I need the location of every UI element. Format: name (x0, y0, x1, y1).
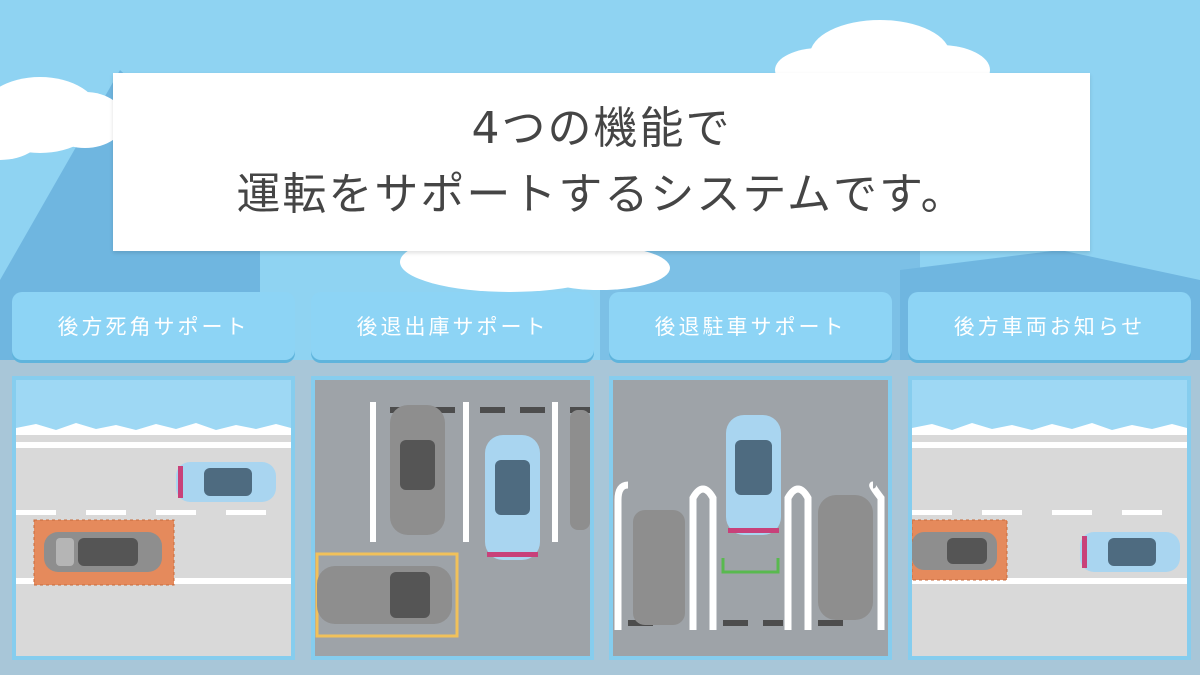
title-line-2: 運転をサポートするシステムです。 (236, 169, 967, 220)
reverse-parking-illustration (613, 380, 888, 656)
approaching-car (912, 532, 997, 570)
feature-label-rear-vehicle-alert: 後方車両お知らせ (908, 292, 1191, 360)
parked-car-left (390, 405, 445, 535)
ego-car (1080, 532, 1180, 572)
approaching-car (44, 532, 162, 572)
feature-label-rear-blind-spot: 後方死角サポート (12, 292, 295, 360)
parking-guide-line (721, 558, 780, 574)
ego-car (485, 435, 540, 560)
horizon-trees (912, 423, 1187, 435)
panel-rear-blind-spot (12, 376, 295, 660)
reverse-exit-illustration (315, 380, 590, 656)
title-line-1: 4つの機能で (471, 103, 732, 154)
title-card: 4つの機能で 運転をサポートするシステムです。 (113, 73, 1090, 251)
parked-car-left (633, 510, 685, 625)
panel-rear-vehicle-alert (908, 376, 1191, 660)
blind-spot-illustration (16, 380, 291, 656)
panel-reverse-parking (609, 376, 892, 660)
crossing-car (317, 566, 452, 624)
feature-label-reverse-exit: 後退出庫サポート (311, 292, 594, 360)
parked-car-right (570, 410, 590, 530)
feature-label-reverse-parking: 後退駐車サポート (609, 292, 892, 360)
parked-car-right (818, 495, 873, 620)
horizon-trees (16, 423, 291, 435)
ego-car (176, 462, 276, 502)
panel-reverse-exit (311, 376, 594, 660)
ego-car (726, 415, 781, 535)
rear-vehicle-alert-illustration (912, 380, 1187, 656)
